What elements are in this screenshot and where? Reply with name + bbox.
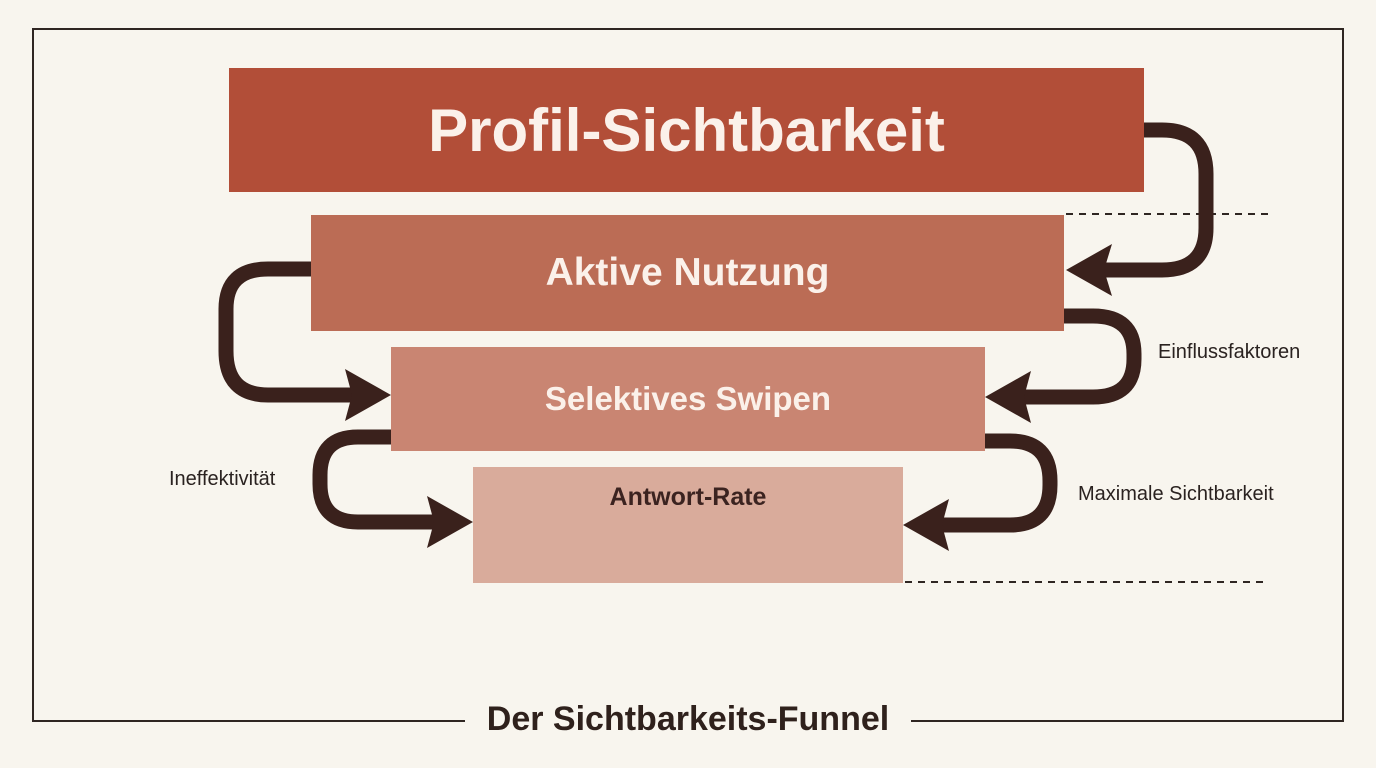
funnel-stage-profil-sichtbarkeit: Profil-Sichtbarkeit [229, 68, 1144, 192]
diagram-title-wrapper: Der Sichtbarkeits-Funnel [0, 700, 1376, 739]
label-einflussfaktoren: Einflussfaktoren [1158, 341, 1301, 363]
funnel-stage-antwort-rate: Antwort-Rate [473, 467, 903, 583]
arrowhead-right-3 [903, 499, 949, 551]
feedback-arrow-right-3 [942, 433, 1058, 533]
funnel-stage-selektives-swipen: Selektives Swipen [391, 347, 985, 451]
feedback-arrow-right-1 [1104, 122, 1214, 278]
arrowhead-right-2 [985, 371, 1031, 423]
arrowhead-left-1 [345, 369, 391, 421]
feedback-arrow-left-2 [312, 429, 434, 530]
diagram-title: Der Sichtbarkeits-Funnel [464, 700, 912, 738]
label-maximale-sichtbarkeit: Maximale Sichtbarkeit [1078, 483, 1274, 505]
feedback-arrow-left-1 [218, 261, 352, 403]
arrowhead-left-2 [427, 496, 473, 548]
label-ineffektivitaet: Ineffektivität [169, 468, 276, 490]
arrowhead-right-1 [1066, 244, 1112, 296]
funnel-stage-aktive-nutzung: Aktive Nutzung [311, 215, 1064, 331]
feedback-arrow-right-2 [1024, 308, 1142, 405]
